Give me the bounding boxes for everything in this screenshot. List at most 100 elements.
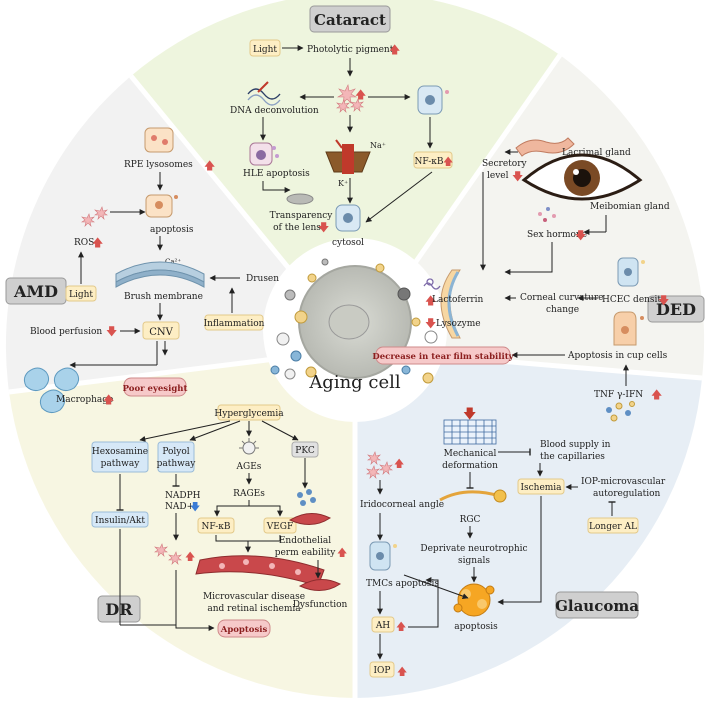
dr-nfkb-box: NF-κB <box>197 517 235 534</box>
up-arrow-icon: 🡅 <box>103 393 114 406</box>
cytosol-cell-icon <box>335 204 361 232</box>
ded-corneal-1: Corneal curvature <box>520 293 603 303</box>
cup-cell-icon <box>613 311 644 346</box>
cataract-transparency-1: Transparency <box>270 211 334 221</box>
ded-tnf: TNF γ-IFN <box>594 390 643 400</box>
ded-apoptosis-cup: Apoptosis in cup cells <box>567 351 668 361</box>
cornea-icon <box>440 269 461 339</box>
dr-hexosamine-1: Hexosamine <box>92 447 148 457</box>
cataract-nfkb-box: NF-κB 🡅 <box>413 151 453 169</box>
glaucoma-rgc: RGC <box>460 515 481 525</box>
title-badge-ded: DED <box>647 295 705 323</box>
title-badge-cataract: Cataract <box>309 5 391 33</box>
up-arrow-icon: 🡅 <box>185 551 195 563</box>
cataract-photolytic: Photolytic pigment <box>307 45 394 55</box>
glaucoma-ah-box: AH <box>371 616 395 633</box>
up-arrow-icon: 🡅 <box>92 236 103 249</box>
cataract-dna: DNA deconvolution <box>230 106 319 116</box>
arrow <box>497 496 542 605</box>
dr-hexosamine-box: Hexosamine pathway <box>91 441 149 473</box>
dr-rages: RAGEs <box>233 489 265 499</box>
glaucoma-iop-box: IOP <box>369 661 395 678</box>
dr-micro-1: Microvascular disease <box>203 592 305 602</box>
down-arrow-icon: 🡇 <box>658 294 669 307</box>
down-arrow-icon: 🡇 <box>106 325 117 338</box>
ded-lactoferrin: Lactoferrin <box>432 295 484 305</box>
glaucoma-ischemia-box: Ischemia <box>517 478 565 495</box>
tmc-cell-icon <box>369 541 397 571</box>
title-ded: DED <box>656 300 696 319</box>
bacteria-icon <box>423 278 441 290</box>
macrophage-icon <box>23 367 80 414</box>
down-arrow-icon: 🡇 <box>425 317 436 330</box>
up-arrow-icon: 🡅 <box>355 88 366 101</box>
endothelial-cell-icon <box>288 513 331 525</box>
up-arrow-icon: 🡅 <box>337 547 347 559</box>
glaucoma-tmc: TMCs apoptosis <box>366 579 439 589</box>
cytokine-dots-icon <box>606 401 635 422</box>
arrow <box>261 420 299 441</box>
amd-blood: Blood perfusion <box>30 327 102 337</box>
arrow <box>139 420 231 442</box>
brush-membrane-icon <box>115 261 205 288</box>
dr-polyol-box: Polyol pathway <box>157 441 196 473</box>
down-arrow-icon: 🡇 <box>463 407 476 422</box>
dr-pkc: PKC <box>295 446 315 456</box>
dr-vegf-box: VEGF <box>263 517 297 534</box>
up-arrow-icon: 🡅 <box>396 621 406 633</box>
ros-star-icon <box>81 206 108 227</box>
dr-micro-2: and retinal ischemia <box>207 604 301 614</box>
arrow <box>189 420 241 441</box>
glaucoma-blood-1: Blood supply in <box>540 440 611 450</box>
title-badge-dr: DR <box>97 595 141 623</box>
cataract-transparency-2: of the lens <box>273 223 321 233</box>
ded-hcec: HCEC density <box>602 295 667 305</box>
ded-lacrimal: Lacrimal gland <box>562 148 631 158</box>
amd-light-box: Light <box>65 285 97 302</box>
ded-decrease-box: Decrease in tear film stability <box>372 346 515 365</box>
sector-cataract-bg <box>131 0 560 349</box>
up-arrow-icon: 🡅 <box>397 666 407 678</box>
ded-decrease: Decrease in tear film stability <box>372 352 514 362</box>
ros-star-icon <box>154 543 182 565</box>
down-arrow-icon: 🡇 <box>318 221 329 234</box>
down-arrow-icon: 🡇 <box>512 170 523 183</box>
down-arrow-icon: 🡇 <box>575 229 586 242</box>
glaucoma-deprivate-1: Deprivate neurotrophic <box>420 544 527 554</box>
arrow <box>262 181 291 193</box>
cataract-light: Light <box>253 45 277 55</box>
down-arrow-icon: 🡇 <box>190 501 200 513</box>
dr-pkc-box: PKC <box>291 441 319 458</box>
amd-ca: Ca²⁺ <box>165 258 181 266</box>
title-badge-glaucoma: Glaucoma <box>555 591 639 619</box>
glaucoma-longer-box: Longer AL <box>587 517 639 534</box>
eye-icon <box>521 153 643 201</box>
dr-nadph: NADPH <box>165 491 201 501</box>
title-dr: DR <box>105 600 133 619</box>
cataract-hle: HLE apoptosis <box>243 169 310 179</box>
amd-light: Light <box>69 290 93 300</box>
cataract-cell-icon <box>417 85 449 115</box>
lens-icon <box>286 193 314 205</box>
ded-sex: Sex hormone <box>527 230 587 240</box>
glaucoma-mech-1: Mechanical <box>444 449 497 459</box>
hormone-dots-icon <box>538 207 556 222</box>
title-cataract: Cataract <box>314 11 386 29</box>
glaucoma-iop: IOP <box>374 666 391 676</box>
ded-secretory-1: Secretory <box>482 159 527 169</box>
dr-vegf: VEGF <box>266 522 294 532</box>
up-arrow-icon: 🡅 <box>425 294 436 307</box>
dr-ages: AGEs <box>236 462 262 472</box>
dr-apoptosis: Apoptosis <box>220 625 268 635</box>
sector-glaucoma-bg <box>355 349 702 698</box>
rpe-cell-icon <box>144 127 174 153</box>
ded-secretory-2: level <box>487 171 509 181</box>
amd-ros: ROS <box>74 238 94 248</box>
amd-rpe: RPE lysosomes <box>124 160 193 170</box>
cataract-light-box: Light <box>249 39 281 57</box>
ros-star-icon <box>336 84 364 113</box>
cataract-na: Na⁺ <box>370 141 386 150</box>
dr-hexosamine-2: pathway <box>101 459 141 469</box>
amd-inflammation: Inflammation <box>204 319 265 329</box>
